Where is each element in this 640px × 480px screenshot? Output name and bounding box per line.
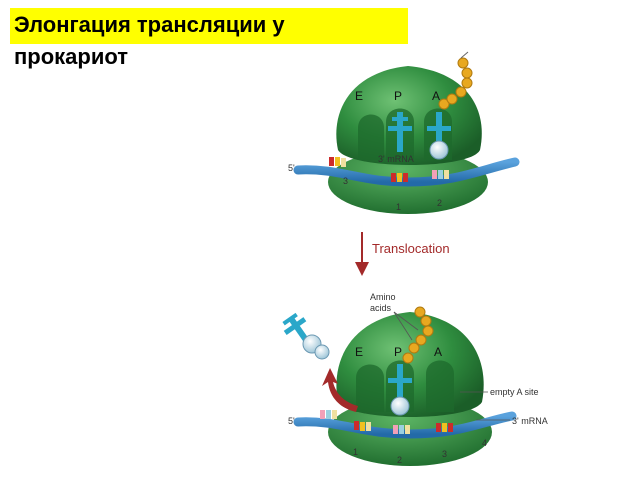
bottom-codon-4-label: 4	[482, 438, 487, 448]
top-peptide-chain	[438, 51, 473, 110]
bottom-codon-2-label: 2	[397, 455, 402, 465]
top-p-site-trna	[388, 112, 412, 152]
title-highlight	[10, 8, 408, 44]
e-site-tunnel	[356, 364, 384, 412]
top-five-prime-label: 5'	[288, 163, 295, 173]
page-title-line-2: прокариот	[14, 44, 129, 69]
bottom-five-prime-label: 5'	[288, 416, 295, 426]
empty-a-site-label: empty A site	[490, 387, 539, 397]
bottom-codon-1-label: 1	[353, 447, 358, 457]
bottom-site-a-label: A	[434, 345, 442, 359]
exiting-trna	[282, 312, 330, 360]
top-ribosome	[328, 66, 488, 214]
bottom-ribosome	[328, 312, 492, 466]
top-codon-1-label: 1	[396, 202, 401, 212]
top-codon-2-label: 2	[437, 198, 442, 208]
translocation-label: Translocation	[372, 241, 450, 256]
bottom-site-p-label: P	[394, 345, 402, 359]
top-codons	[329, 157, 449, 182]
bottom-codons	[320, 410, 453, 434]
amino-acids-label-line-1: Amino	[370, 292, 396, 302]
bottom-mrna-label: 3' mRNA	[512, 416, 548, 426]
e-site-tunnel	[358, 114, 384, 160]
top-a-site-trna	[427, 112, 451, 160]
top-site-e-label: E	[355, 89, 363, 103]
top-mrna-label: 3' mRNA	[378, 154, 414, 164]
translocation-arrow	[355, 232, 369, 276]
top-codon-3-label: 3	[343, 176, 348, 186]
top-site-p-label: P	[394, 89, 402, 103]
bottom-codon-3-label: 3	[442, 449, 447, 459]
amino-acids-label-line-2: acids	[370, 303, 392, 313]
bottom-p-site-trna	[388, 364, 412, 416]
top-site-a-label: A	[432, 89, 440, 103]
exit-arrow	[322, 368, 358, 412]
bottom-peptide-chain	[393, 306, 434, 364]
a-site-tunnel	[426, 360, 454, 412]
bottom-site-e-label: E	[355, 345, 363, 359]
page-title-line-1: Элонгация трансляции у	[14, 12, 285, 37]
